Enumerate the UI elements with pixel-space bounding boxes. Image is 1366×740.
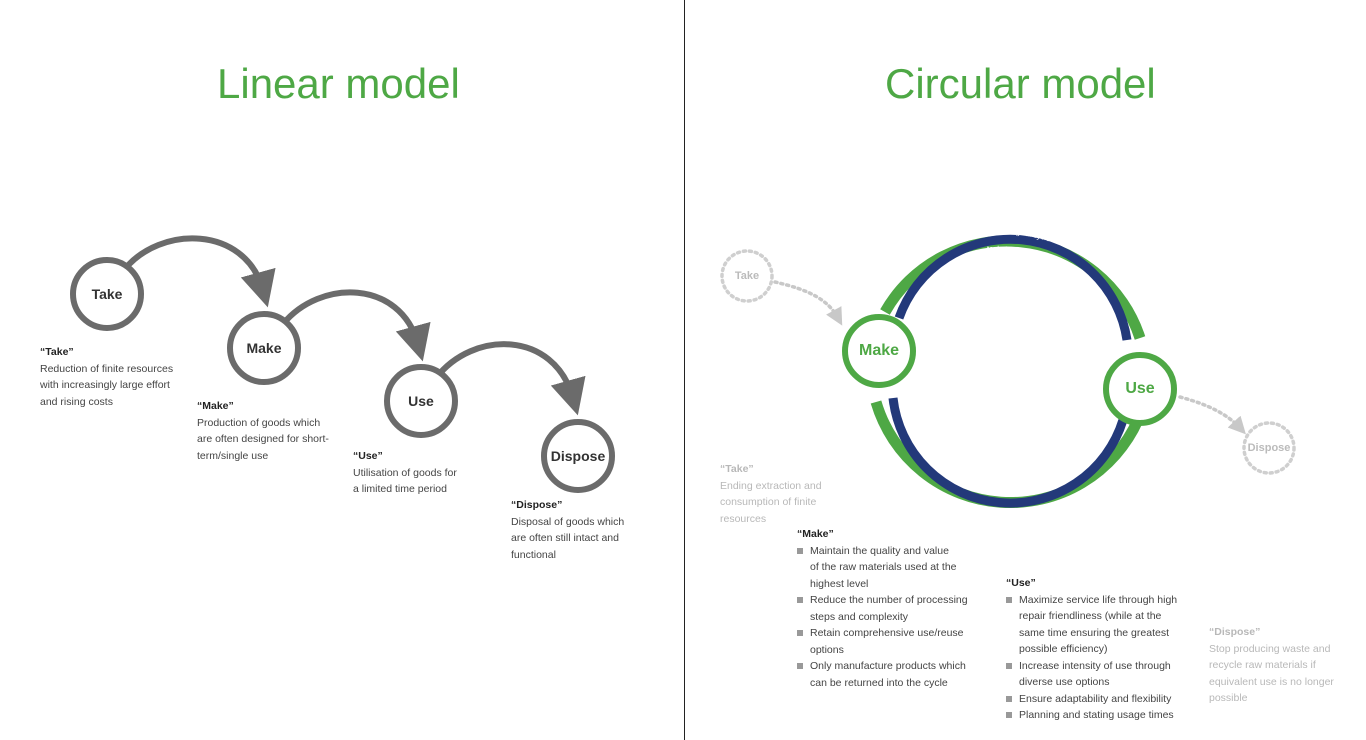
- make-bullet-line: Maintain the quality and value: [810, 544, 949, 557]
- make-note-line: term/single use: [197, 449, 269, 462]
- circular-take-note-line: resources: [720, 512, 767, 525]
- make-note-heading: “Make”: [197, 400, 234, 412]
- take-note-line: with increasingly large effort: [40, 379, 170, 391]
- use-bullet-item: Increase intensity of use through divers…: [1006, 658, 1177, 691]
- technical-cycle-upper: [894, 234, 1132, 341]
- circular-use-note-heading: “Use”: [1006, 577, 1036, 589]
- make-bullet-item: Reduce the number of processing steps an…: [797, 592, 968, 625]
- panel-divider: [684, 0, 685, 740]
- make-bullet-line: of the raw materials used at the: [810, 561, 957, 573]
- circular-take-note-line: consumption of finite: [720, 496, 817, 508]
- circular-dispose-note-line: equivalent use is no longer: [1209, 675, 1334, 688]
- dispose-circle: [541, 419, 615, 493]
- take-circle: [70, 257, 144, 331]
- use-bullet-line: diverse use options: [1019, 676, 1110, 688]
- use-bullet-line: repair friendliness (while at the: [1019, 610, 1162, 622]
- make-circle: [227, 311, 301, 385]
- use-to-dispose-arrow: [433, 341, 586, 416]
- use-bullet-item: Maximize service life through high repai…: [1006, 592, 1177, 658]
- use-bullet-line: Ensure adaptability and flexibility: [1019, 692, 1172, 705]
- make-bullet-line: steps and complexity: [810, 610, 909, 623]
- circular-make-note: “Make” Maintain the quality and value of…: [797, 526, 968, 691]
- make-note: “Make” Production of goods which are oft…: [197, 398, 329, 464]
- dispose-note-line: functional: [511, 548, 556, 561]
- take-to-make-dotted-arrow: [773, 280, 843, 326]
- make-bullet-item: Maintain the quality and value of the ra…: [797, 543, 968, 593]
- make-bullet-line: Only manufacture products which: [810, 660, 966, 672]
- use-bullet-line: Planning and stating usage times: [1019, 709, 1174, 721]
- circular-take-note: “Take” Ending extraction and consumption…: [720, 461, 822, 527]
- make-bullet-line: highest level: [810, 577, 869, 590]
- take-note-line: Reduction of finite resources: [40, 362, 174, 375]
- circular-dispose-note-line: Stop producing waste and: [1209, 642, 1331, 655]
- circular-use-circle: [1103, 352, 1177, 426]
- take-note-line: and rising costs: [40, 395, 113, 408]
- circular-take-label: Take: [734, 270, 760, 282]
- circular-use-note: “Use” Maximize service life through high…: [1006, 575, 1177, 724]
- linear-model-title: Linear model: [217, 60, 460, 107]
- use-bullet-line: same time ensuring the greatest: [1019, 626, 1169, 639]
- use-note-line: Utilisation of goods for: [353, 466, 457, 479]
- make-to-use-arrow: [280, 289, 431, 362]
- use-bullet-item: Planning and stating usage times: [1006, 707, 1177, 724]
- circular-model-title: Circular model: [885, 60, 1156, 107]
- take-to-make-arrow: [121, 235, 276, 308]
- dispose-label: Dispose: [550, 448, 606, 464]
- circular-make-note-heading: “Make”: [797, 528, 834, 540]
- circular-take-note-line: Ending extraction and: [720, 479, 822, 492]
- make-bullet-line: Reduce the number of processing: [810, 594, 968, 606]
- dispose-note-heading: “Dispose”: [511, 499, 563, 511]
- use-bullet-line: possible efficiency): [1019, 643, 1108, 655]
- circular-dispose-circle: [1242, 421, 1296, 475]
- use-bullet-item: Ensure adaptability and flexibility: [1006, 691, 1177, 708]
- make-note-line: Production of goods which: [197, 416, 321, 429]
- technical-cycle-lower: [888, 397, 1128, 508]
- dispose-note: “Dispose” Disposal of goods which are of…: [511, 497, 624, 563]
- circular-dispose-note-heading: “Dispose”: [1209, 626, 1261, 638]
- take-note: “Take” Reduction of finite resources wit…: [40, 344, 173, 410]
- use-circle: [384, 364, 458, 438]
- circular-make-circle: [842, 314, 916, 388]
- make-bullet-line: options: [810, 643, 844, 656]
- make-bullet-line: Retain comprehensive use/reuse: [810, 627, 964, 639]
- circular-make-label: Make: [858, 342, 900, 359]
- circular-dispose-note-line: possible: [1209, 692, 1248, 704]
- use-bullet-line: Maximize service life through high: [1019, 593, 1178, 606]
- dispose-note-line: Disposal of goods which: [511, 515, 625, 528]
- make-label: Make: [246, 340, 282, 356]
- use-note-line: a limited time period: [353, 483, 447, 495]
- circular-use-label: Use: [1125, 380, 1155, 397]
- circular-dispose-note-line: recycle raw materials if: [1209, 659, 1316, 671]
- circular-dispose-note: “Dispose” Stop producing waste and recyc…: [1209, 624, 1334, 707]
- take-note-heading: “Take”: [40, 346, 74, 358]
- use-bullet-line: Increase intensity of use through: [1019, 659, 1171, 672]
- make-bullet-line: can be returned into the cycle: [810, 676, 948, 689]
- use-note-heading: “Use”: [353, 450, 383, 462]
- circular-take-circle: [720, 249, 774, 303]
- make-note-line: are often designed for short-: [197, 433, 329, 445]
- make-bullet-item: Retain comprehensive use/reuse options: [797, 625, 968, 658]
- dispose-note-line: are often still intact and: [511, 532, 619, 544]
- circular-take-note-heading: “Take”: [720, 463, 754, 475]
- circular-dispose-label: Dispose: [1247, 442, 1291, 454]
- use-label: Use: [408, 393, 434, 409]
- make-bullet-item: Only manufacture products which can be r…: [797, 658, 968, 691]
- use-note: “Use” Utilisation of goods for a limited…: [353, 448, 457, 498]
- use-to-dispose-dotted-arrow: [1178, 395, 1246, 435]
- take-label: Take: [91, 286, 123, 302]
